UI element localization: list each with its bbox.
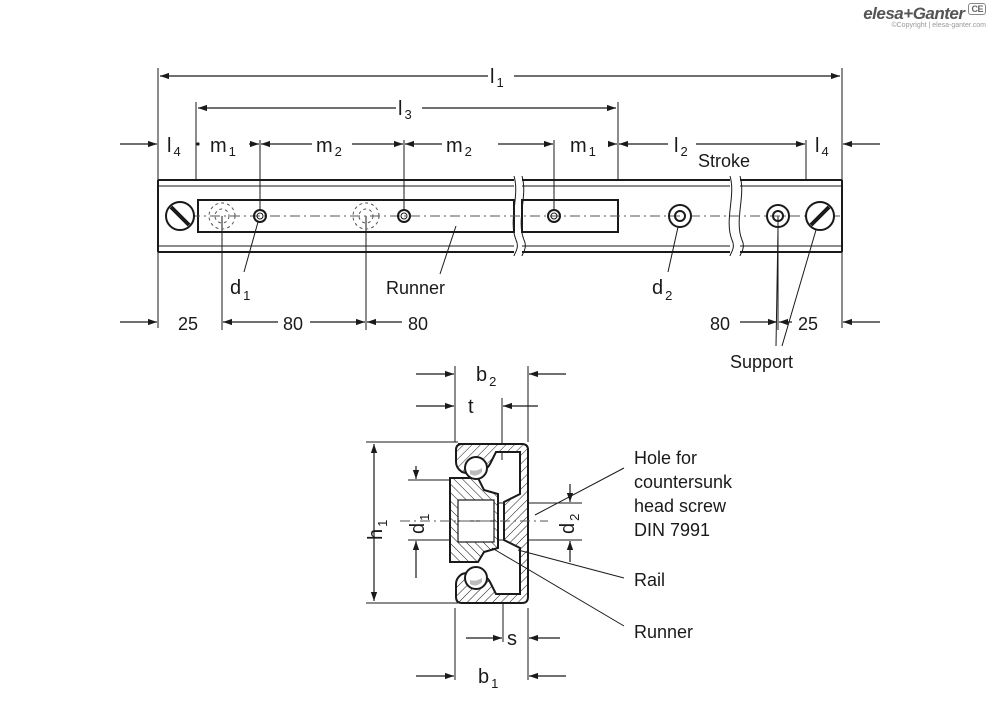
label-t: t: [468, 396, 474, 418]
hole-note-line-4: DIN 7991: [634, 520, 710, 540]
dim-bottom-3: 80: [408, 314, 428, 334]
dim-bottom-2: 80: [283, 314, 303, 334]
runner-label-top: Runner: [386, 278, 445, 298]
rail-top-view: [157, 175, 843, 257]
dim-bottom-1: 25: [178, 314, 198, 334]
copyright-text: ©Copyright | elesa-ganter.com: [891, 22, 986, 29]
screw-right-icon: [805, 201, 835, 231]
ball-bottom-icon: [464, 566, 488, 590]
screw-left-icon: [165, 201, 195, 231]
ce-mark: CE: [968, 3, 986, 15]
hole-note-line-1: Hole for: [634, 448, 697, 468]
hole-note-line-3: head screw: [634, 496, 727, 516]
hole-note-line-2: countersunk: [634, 472, 733, 492]
stroke-label: Stroke: [698, 151, 750, 171]
label-d1-section: d1: [407, 514, 432, 534]
label-d2-section: d2: [557, 514, 582, 534]
ball-top-icon: [464, 456, 488, 480]
holes-top-view: [208, 202, 790, 230]
runner-label-section: Runner: [634, 622, 693, 642]
dim-bottom-row: 25 80 80 80 25: [120, 314, 880, 334]
dim-bottom-4: 80: [710, 314, 730, 334]
label-s: s: [507, 628, 517, 650]
support-label: Support: [730, 352, 793, 372]
dim-bottom-5: 25: [798, 314, 818, 334]
label-h1: h1: [365, 520, 390, 540]
rail-label: Rail: [634, 570, 665, 590]
